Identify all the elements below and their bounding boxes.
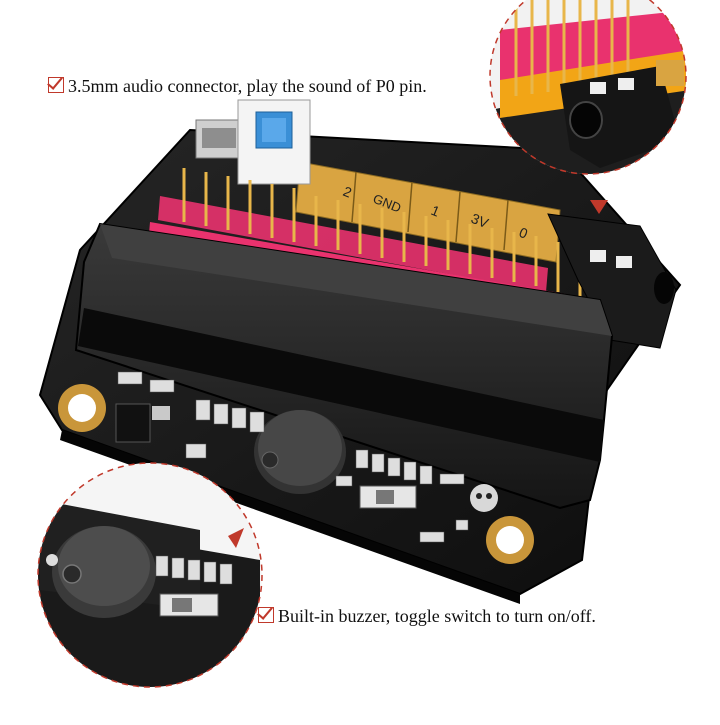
audio-caption-text: 3.5mm audio connector, play the sound of… xyxy=(68,76,427,96)
voltage-regulator xyxy=(115,403,170,443)
audio-jack xyxy=(547,213,677,349)
triangle-pointer-icon xyxy=(590,200,608,214)
checkbox-icon xyxy=(48,77,64,93)
usb-port xyxy=(195,119,243,159)
smd-components xyxy=(117,371,469,543)
pin-label: 3V xyxy=(469,210,491,231)
gold-pin-pads: 2 GND 1 3V 0 xyxy=(295,161,561,263)
buzzer-closeup-callout xyxy=(37,462,263,688)
toggle-switch xyxy=(359,485,417,509)
checkbox-icon xyxy=(258,607,274,623)
buzzer-caption-text: Built-in buzzer, toggle switch to turn o… xyxy=(278,606,596,626)
mounting-holes xyxy=(58,384,534,564)
logo-mark xyxy=(470,484,498,512)
reset-button xyxy=(237,99,311,185)
audio-connector-caption: 3.5mm audio connector, play the sound of… xyxy=(48,76,427,97)
triangle-pointer-icon xyxy=(228,528,244,548)
buzzer xyxy=(254,410,346,494)
buzzer-caption: Built-in buzzer, toggle switch to turn o… xyxy=(258,606,596,627)
edge-connector-slot xyxy=(74,222,614,510)
